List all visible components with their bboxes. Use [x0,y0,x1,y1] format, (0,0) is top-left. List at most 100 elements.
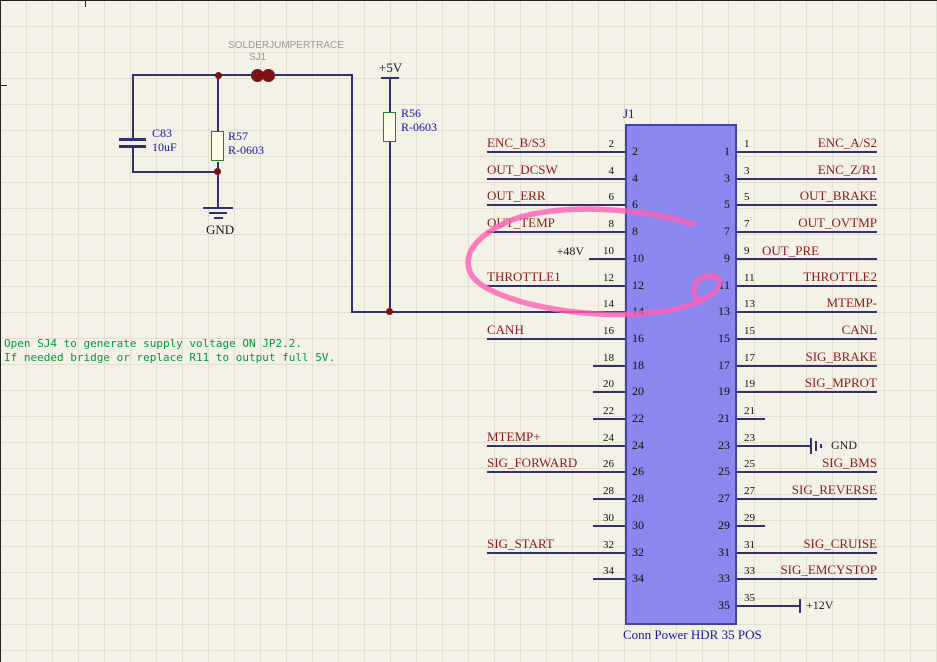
connector-j1-body[interactable] [625,124,737,625]
wire-r56-top[interactable] [389,79,391,113]
pin-number-inside: 4 [632,171,638,185]
pin-wire[interactable] [737,605,800,607]
pin-wire[interactable] [737,365,877,367]
wire-cap-top[interactable] [132,74,134,139]
wire-cap-bottom[interactable] [132,147,134,173]
wire-supply-vertical[interactable] [351,74,353,313]
wire-supply-horizontal[interactable] [351,311,625,313]
capacitor-plate[interactable] [119,145,146,148]
resistor-r56-value[interactable]: R-0603 [401,120,437,134]
wire-r57-top[interactable] [217,74,219,132]
net-label[interactable]: SIG_CRUISE [803,536,877,551]
pin-wire[interactable] [737,258,877,260]
pin-wire[interactable] [487,552,625,554]
pin-wire[interactable] [487,204,625,206]
net-label[interactable]: CANH [487,322,524,337]
pin-wire[interactable] [737,338,877,340]
capacitor-designator[interactable]: C83 [152,126,173,140]
pin-number-inside: 34 [632,571,644,585]
net-label[interactable]: OUT_BRAKE [799,188,877,203]
net-label[interactable]: ENC_A/S2 [817,135,877,150]
pin-number-outside: 6 [608,191,615,203]
resistor-r57-body[interactable] [211,131,224,161]
pin-wire[interactable] [593,525,625,527]
pin-wire[interactable] [737,578,877,580]
pin-wire[interactable] [737,178,877,180]
power-port-label[interactable]: +12V [806,598,834,612]
resistor-r56-body[interactable] [383,112,396,142]
pin-wire[interactable] [593,391,625,393]
pin-wire[interactable] [737,311,877,313]
net-label[interactable]: ENC_Z/R1 [817,162,877,177]
net-label[interactable]: OUT_OVTMP [798,215,877,230]
pin-wire[interactable] [487,285,625,287]
pin-wire[interactable] [737,498,877,500]
solder-jumper-pad[interactable] [262,69,275,82]
net-label[interactable]: ENC_B/S3 [487,135,546,150]
pin-wire[interactable] [589,258,625,260]
power-port-label[interactable]: +48V [556,244,584,258]
pin-wire[interactable] [737,204,877,206]
sheet-border-tick-left [0,85,7,86]
net-label[interactable]: SIG_MPROT [804,375,877,390]
net-label[interactable]: THROTTLE1 [487,269,561,284]
gnd-label[interactable]: GND [206,222,235,237]
pin-wire[interactable] [737,552,877,554]
pin-wire[interactable] [593,418,625,420]
pin-wire[interactable] [487,338,625,340]
connector-designator[interactable]: J1 [623,106,635,121]
pin-wire[interactable] [737,285,877,287]
net-label[interactable]: OUT_ERR [487,188,546,203]
capacitor-plate[interactable] [119,138,146,141]
net-label[interactable]: SIG_REVERSE [791,482,877,497]
wire-sj-horizontal[interactable] [132,74,352,76]
pin-wire[interactable] [593,578,625,580]
pin-number-outside: 26 [603,458,614,470]
pin-number-inside: 23 [718,438,730,452]
solder-jumper-designator[interactable]: SJ1 [249,52,267,63]
resistor-r57-designator[interactable]: R57 [228,129,249,143]
capacitor-value[interactable]: 10uF [152,140,177,154]
pin-wire[interactable] [487,151,625,153]
net-label[interactable]: MTEMP+ [487,429,541,444]
net-label[interactable]: SIG_BRAKE [805,349,877,364]
net-label[interactable]: MTEMP- [826,295,877,310]
pin-wire[interactable] [737,471,877,473]
net-label[interactable]: CANL [841,322,877,337]
pin-number-outside: 31 [744,539,755,551]
p5v-label[interactable]: +5V [379,60,403,75]
net-label[interactable]: SIG_EMCYSTOP [780,562,877,577]
power-port-label[interactable]: GND [831,438,857,452]
pin-wire[interactable] [737,231,877,233]
pin-wire[interactable] [487,178,625,180]
pin-wire[interactable] [737,445,810,447]
wire-r57-gnd[interactable] [217,162,219,208]
net-label[interactable]: THROTTLE2 [803,269,877,284]
wire-cap-to-r57[interactable] [132,171,220,173]
pin-wire[interactable] [737,525,765,527]
pin-wire[interactable] [487,445,625,447]
resistor-r56-designator[interactable]: R56 [401,106,422,120]
solder-jumper-label[interactable]: SOLDERJUMPERTRACE [228,40,344,51]
connector-comment[interactable]: Conn Power HDR 35 POS [623,627,762,642]
sheet-border-left [0,0,1,662]
net-label[interactable]: SIG_FORWARD [487,455,578,470]
pin-number-outside: 24 [603,432,614,444]
schematic-note-line1[interactable]: Open SJ4 to generate supply voltage ON J… [4,337,303,350]
pin-wire[interactable] [593,365,625,367]
schematic-note-line2[interactable]: If needed bridge or replace R11 to outpu… [4,351,336,364]
net-label[interactable]: OUT_DCSW [487,162,558,177]
wire-r56-bottom[interactable] [389,142,391,312]
pin-wire[interactable] [487,231,625,233]
pin-wire[interactable] [737,418,765,420]
net-label[interactable]: SIG_BMS [822,455,877,470]
pin-wire[interactable] [487,471,625,473]
pin-wire[interactable] [593,498,625,500]
solder-jumper-pad[interactable] [251,69,264,82]
pin-wire[interactable] [737,391,877,393]
net-label[interactable]: OUT_PRE [762,243,820,258]
net-label[interactable]: SIG_START [487,536,554,551]
resistor-r57-value[interactable]: R-0603 [228,143,264,157]
pin-number-inside: 35 [718,598,730,612]
pin-wire[interactable] [737,151,877,153]
